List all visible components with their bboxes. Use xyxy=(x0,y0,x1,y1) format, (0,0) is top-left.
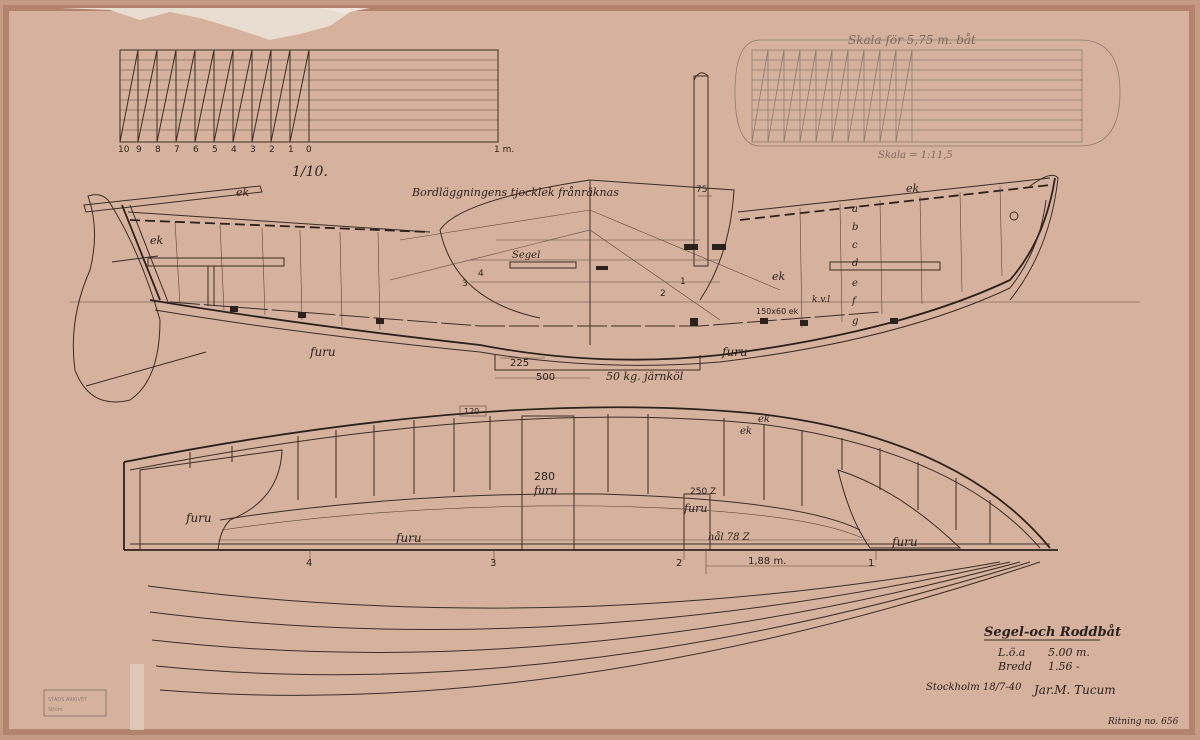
title-block: Segel-och Roddbåt L.ö.a 5.00 m. Bredd 1.… xyxy=(926,624,1179,727)
scale-ratio-right: Skala = 1:11,5 xyxy=(878,150,953,161)
label-ek-tiller: ek xyxy=(236,186,250,199)
scale-grid-right: Skala för 5,75 m. båt Skala = 1:11,5 xyxy=(734,32,1121,161)
label-furu-mid: furu xyxy=(683,502,708,515)
stamp-line-1: STADS ARKIVET xyxy=(48,697,88,703)
station-a: a xyxy=(852,204,858,215)
bredd-value: 1.56 - xyxy=(1048,660,1080,673)
note-keel: 50 kg. järnköl xyxy=(606,370,684,383)
scale-tick-2: 2 xyxy=(269,145,275,155)
scale-tick-5: 5 xyxy=(212,145,218,155)
section-4: 4 xyxy=(478,269,484,279)
station-d: d xyxy=(852,258,858,269)
scale-tick-3: 3 xyxy=(250,145,256,155)
label-kvl: k.v.l xyxy=(812,295,830,305)
scale-tick-1: 1 xyxy=(288,145,294,155)
station-g: g xyxy=(852,316,858,327)
drawing-title: Segel-och Roddbåt xyxy=(984,624,1121,640)
label-furu-stern: furu xyxy=(185,511,212,525)
label-150x60: 150x60 ek xyxy=(756,307,799,316)
label-ek-mid: ek xyxy=(772,270,786,283)
label-furu-thwart: furu xyxy=(533,484,558,497)
scale-ratio-left: 1/10. xyxy=(292,164,328,180)
label-120: 120 xyxy=(464,407,479,416)
section-2: 2 xyxy=(660,289,666,299)
scale-tick-6: 6 xyxy=(193,145,199,155)
label-furu-floor: furu xyxy=(395,531,422,545)
scale-tick-9: 9 xyxy=(136,145,142,155)
label-500: 500 xyxy=(536,372,555,383)
label-225: 225 xyxy=(510,358,529,369)
section-1: 1 xyxy=(680,277,686,287)
scale-tick-4: 4 xyxy=(231,145,237,155)
label-ek-gunwale: ek xyxy=(906,182,920,195)
bredd-label: Bredd xyxy=(997,660,1032,673)
archive-stamp: STADS ARKIVET Sthlm xyxy=(43,664,144,730)
loa-label: L.ö.a xyxy=(997,646,1025,659)
plan-view: 120 ek ek 280 furu 250 Z furu furu furu … xyxy=(123,405,1058,574)
label-ek-plan-1: ek xyxy=(758,414,770,425)
plan-station-2: 2 xyxy=(676,558,682,569)
label-ek-transom: ek xyxy=(150,234,164,247)
label-hal: hål 78 Z xyxy=(708,531,751,543)
scale-tick-0: 0 xyxy=(306,145,312,155)
station-b: b xyxy=(852,222,858,233)
label-280: 280 xyxy=(534,470,555,483)
scale-title-right: Skala för 5,75 m. båt xyxy=(848,32,976,47)
plan-station-4: 4 xyxy=(306,558,312,569)
label-segel: Segel xyxy=(512,250,540,261)
station-c: c xyxy=(852,240,858,251)
waterlines xyxy=(147,561,1041,696)
scale-grid-left: 10 9 8 7 6 5 4 3 2 1 0 1 m. 1/10. xyxy=(118,49,514,180)
station-f: f xyxy=(851,296,858,307)
loa-value: 5.00 m. xyxy=(1048,646,1090,659)
scale-tick-10: 10 xyxy=(118,145,130,155)
label-75: 75 xyxy=(696,185,707,195)
station-e: e xyxy=(852,278,858,289)
note-planking: Bordläggningens tjocklek frånräknas xyxy=(411,186,619,199)
label-furu-profile-right: furu xyxy=(721,345,748,359)
label-ek-plan-2: ek xyxy=(740,426,752,437)
plan-station-1: 1 xyxy=(868,558,874,569)
drawing-number: Ritning no. 656 xyxy=(1107,717,1179,727)
scale-end-label: 1 m. xyxy=(494,145,514,155)
scale-tick-7: 7 xyxy=(174,145,180,155)
section-3: 3 xyxy=(462,279,468,289)
label-furu-profile-left: furu xyxy=(309,345,336,359)
profile-view: Bordläggningens tjocklek frånräknas ek e… xyxy=(70,72,1140,403)
signature: Jar.M. Tucum xyxy=(1031,683,1116,697)
scale-tick-8: 8 xyxy=(155,145,161,155)
label-250: 250 Z xyxy=(690,487,716,497)
label-188: 1,88 m. xyxy=(748,556,786,567)
plan-station-3: 3 xyxy=(490,558,496,569)
place-date: Stockholm 18/7-40 xyxy=(926,682,1022,693)
label-furu-bow: furu xyxy=(891,535,918,549)
stamp-line-2: Sthlm xyxy=(48,707,63,713)
